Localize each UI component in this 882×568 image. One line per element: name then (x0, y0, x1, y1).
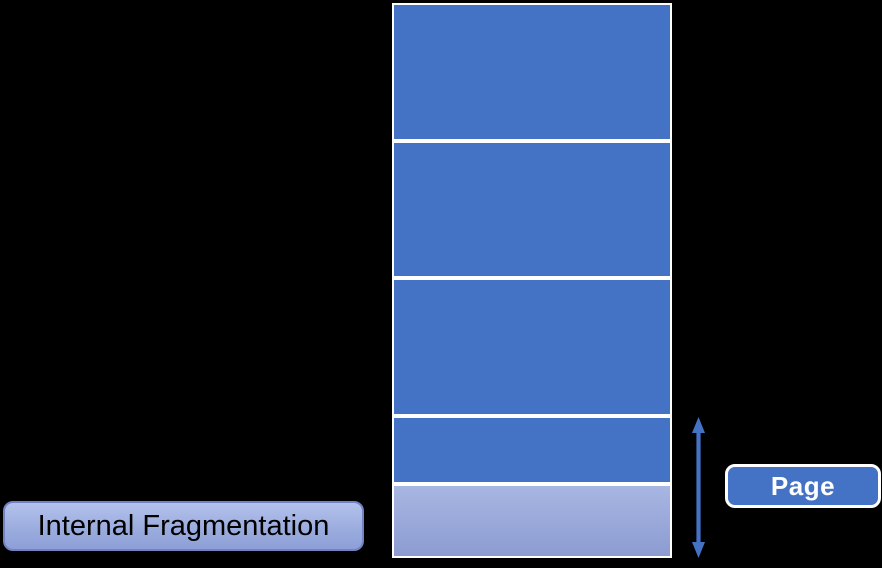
page-label: Page (725, 464, 881, 508)
page-block (392, 141, 672, 278)
page-block (392, 416, 672, 484)
page-label-text: Page (770, 470, 836, 501)
page-block (392, 278, 672, 416)
memory-stack (392, 3, 672, 558)
internal-fragmentation-label: Internal Fragmentation (3, 501, 364, 551)
page-block (392, 3, 672, 141)
internal-fragment-block (392, 484, 672, 558)
internal-fragmentation-label-text: Internal Fragmentation (37, 509, 330, 542)
double-headed-vertical-arrow-icon (692, 417, 705, 558)
